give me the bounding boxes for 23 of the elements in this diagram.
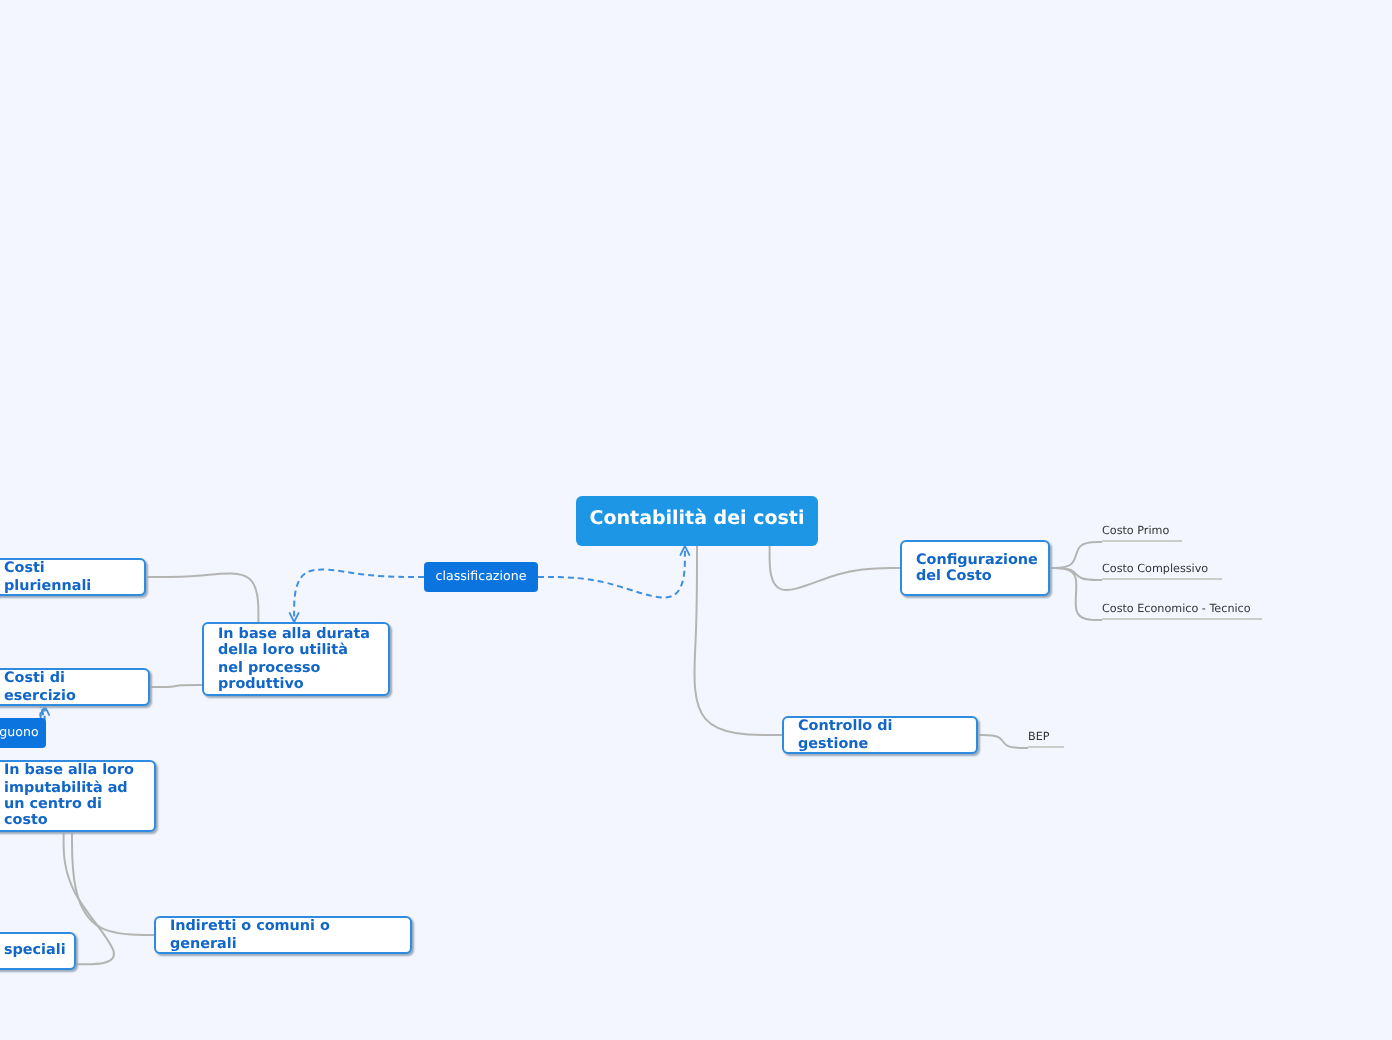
connector (145, 572, 260, 623)
topic-box (782, 716, 978, 754)
node-label: Contabilità dei costi (589, 510, 805, 532)
connector (537, 545, 691, 599)
topic-box (0, 932, 76, 970)
topic-box (154, 916, 412, 954)
connector (149, 683, 203, 688)
topic-box (0, 760, 156, 832)
tag-box (0, 718, 46, 748)
topic-box (0, 668, 150, 706)
topic-box (202, 622, 390, 696)
connector (693, 545, 783, 736)
connector (62, 831, 115, 966)
tag-box (424, 562, 538, 592)
connector (977, 734, 1029, 749)
connector (288, 568, 425, 623)
topic-box (0, 558, 146, 596)
title-box (576, 496, 818, 546)
connector (1049, 567, 1103, 621)
connector (39, 702, 51, 722)
topic-box (900, 540, 1050, 596)
connector (71, 831, 155, 936)
connector (768, 545, 901, 591)
